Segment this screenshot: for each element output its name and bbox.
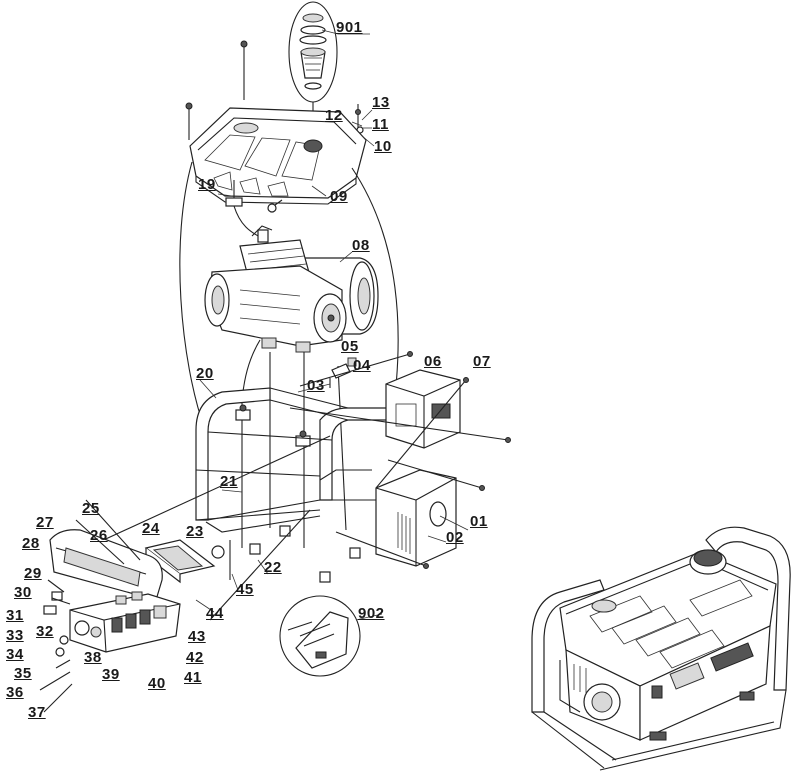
label-10: 10	[374, 138, 392, 155]
label-32: 32	[36, 623, 54, 640]
label-09: 09	[330, 188, 348, 205]
label-02: 02	[446, 529, 464, 546]
assembled-generator	[531, 526, 791, 771]
label-28: 28	[22, 535, 40, 552]
label-22: 22	[264, 559, 282, 576]
outlet-panel	[69, 591, 181, 653]
label-45: 45	[236, 581, 254, 598]
label-42: 42	[186, 649, 204, 666]
label-34: 34	[6, 646, 24, 663]
label-19: 19	[198, 176, 216, 193]
label-36: 36	[6, 684, 24, 701]
label-38: 38	[84, 649, 102, 666]
label-902: 902	[358, 605, 385, 622]
label-25: 25	[82, 500, 100, 517]
label-13: 13	[372, 94, 390, 111]
label-35: 35	[14, 665, 32, 682]
label-08: 08	[352, 237, 370, 254]
handle-24	[144, 539, 231, 584]
label-31: 31	[6, 607, 24, 624]
label-37: 37	[28, 704, 46, 721]
label-11: 11	[372, 116, 389, 133]
label-leaders	[195, 29, 469, 621]
control-panel	[49, 499, 163, 601]
label-20: 20	[196, 365, 214, 382]
label-04: 04	[353, 357, 371, 374]
label-01: 01	[470, 513, 488, 530]
label-26: 26	[90, 527, 108, 544]
label-29: 29	[24, 565, 42, 582]
label-33: 33	[6, 627, 24, 644]
assembly-lines-right	[59, 351, 511, 621]
label-07: 07	[473, 353, 491, 370]
engine-assembly	[204, 225, 379, 353]
label-901: 901	[336, 19, 363, 36]
label-24: 24	[142, 520, 160, 537]
label-06: 06	[424, 353, 442, 370]
engine-mount-lines	[235, 339, 361, 583]
detail-902-balloon	[279, 595, 361, 677]
tank-leader-left	[179, 161, 206, 431]
label-23: 23	[186, 523, 204, 540]
fuel-tank	[189, 107, 367, 205]
small-parts-left	[39, 579, 73, 713]
label-39: 39	[102, 666, 120, 683]
label-27: 27	[36, 514, 54, 531]
label-03: 03	[307, 377, 325, 394]
control-box-06	[385, 369, 461, 449]
label-43: 43	[188, 628, 206, 645]
label-21: 21	[220, 473, 238, 490]
label-41: 41	[184, 669, 202, 686]
label-44: 44	[206, 605, 224, 622]
label-12: 12	[325, 107, 343, 124]
label-40: 40	[148, 675, 166, 692]
label-30: 30	[14, 584, 32, 601]
label-05: 05	[341, 338, 359, 355]
